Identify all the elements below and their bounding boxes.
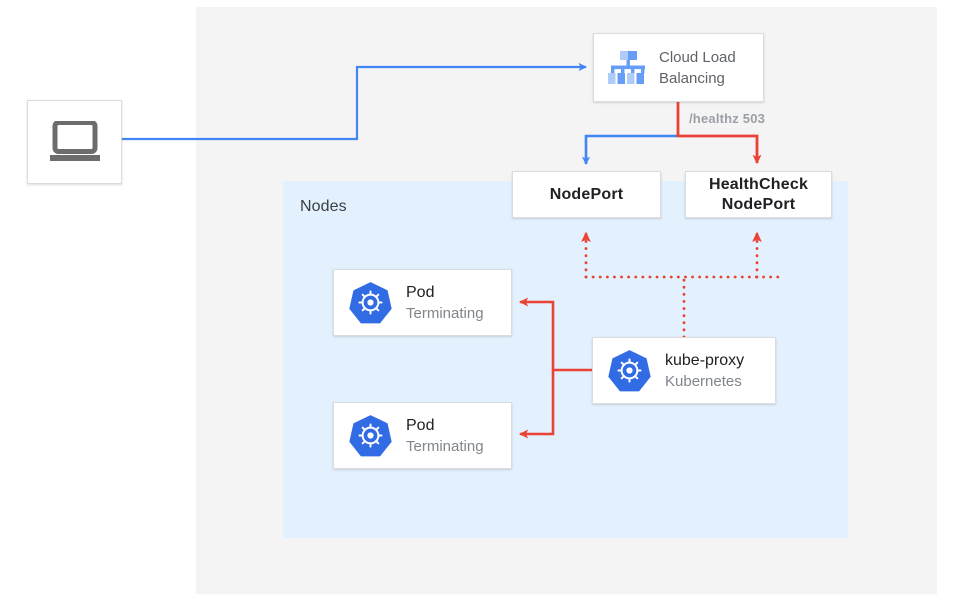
pod-status: Terminating: [406, 437, 484, 455]
cloud-load-balancing-line1: Cloud Load: [659, 48, 736, 66]
kube-proxy-subtitle: Kubernetes: [665, 372, 742, 390]
healthcheck-nodeport-label: HealthCheck NodePort: [709, 175, 808, 215]
client-laptop-card[interactable]: [27, 100, 122, 184]
kubernetes-icon: [349, 415, 392, 457]
pod-title: Pod: [406, 283, 435, 301]
healthcheck-nodeport-card[interactable]: HealthCheck NodePort: [685, 171, 832, 218]
kube-proxy-title: kube-proxy: [665, 351, 745, 369]
pod-text: Pod Terminating: [406, 415, 484, 457]
nodes-panel-label: Nodes: [300, 198, 347, 215]
cloud-load-balancing-line2: Balancing: [659, 69, 725, 87]
kubernetes-icon: [608, 350, 651, 392]
kubernetes-icon: [349, 282, 392, 324]
pod-title: Pod: [406, 416, 435, 434]
pod-text: Pod Terminating: [406, 282, 484, 324]
healthcheck-nodeport-line1: HealthCheck: [708, 175, 809, 193]
laptop-icon: [49, 121, 100, 161]
cloud-load-balancing-card[interactable]: Cloud Load Balancing: [593, 33, 764, 102]
cloud-load-balancing-icon: [608, 51, 645, 84]
cloud-load-balancing-label: Cloud Load Balancing: [659, 47, 736, 89]
kube-proxy-text: kube-proxy Kubernetes: [665, 350, 744, 392]
kube-proxy-card[interactable]: kube-proxy Kubernetes: [592, 337, 776, 404]
nodeport-card[interactable]: NodePort: [512, 171, 661, 218]
nodeport-label: NodePort: [550, 185, 624, 205]
pod-card[interactable]: Pod Terminating: [333, 269, 512, 336]
pod-card[interactable]: Pod Terminating: [333, 402, 512, 469]
pod-status: Terminating: [406, 304, 484, 322]
nodeport-line1: NodePort: [549, 185, 624, 203]
healthcheck-nodeport-line2: NodePort: [721, 195, 796, 213]
healthz-status-label: /healthz 503: [689, 111, 766, 126]
